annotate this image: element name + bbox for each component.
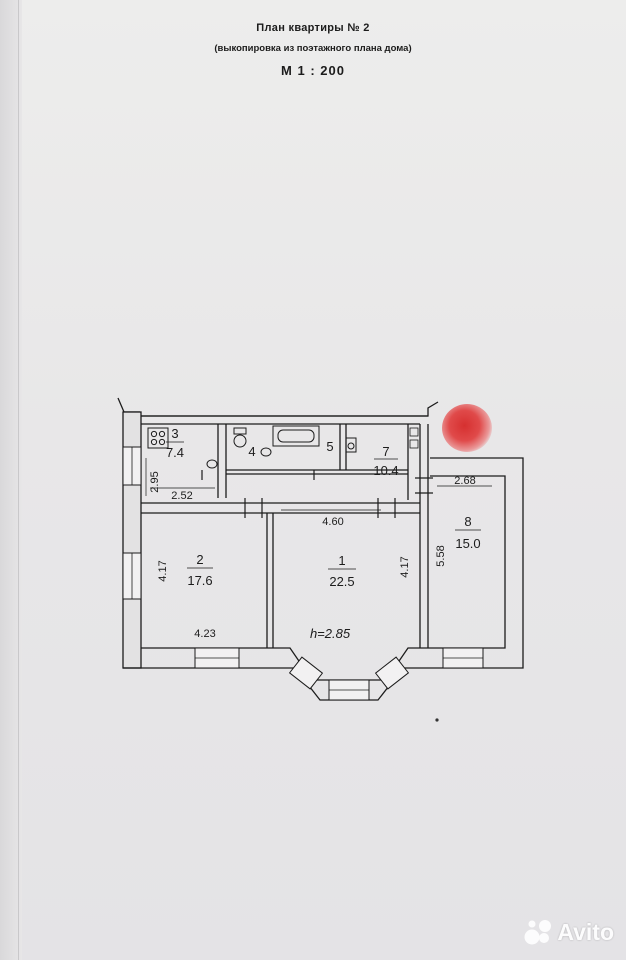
room-1-area: 22.5 bbox=[329, 574, 354, 589]
dim-room2-width: 4.23 bbox=[194, 628, 215, 640]
dim-room2-height: 4.17 bbox=[157, 560, 169, 581]
plan-scale: М 1 : 200 bbox=[281, 63, 345, 78]
page-edge-line bbox=[18, 0, 19, 960]
room-8-area: 15.0 bbox=[455, 536, 480, 551]
dim-room3-width: 2.52 bbox=[171, 490, 192, 502]
page-edge bbox=[0, 0, 22, 960]
vent-shaft bbox=[409, 427, 419, 449]
room-2-area: 17.6 bbox=[187, 573, 212, 588]
plan-subtitle: (выкопировка из поэтажного плана дома) bbox=[214, 43, 412, 54]
window-lines bbox=[131, 447, 483, 691]
avito-logo bbox=[524, 920, 552, 945]
windows bbox=[122, 446, 484, 701]
watermark-text: Avito bbox=[557, 918, 614, 945]
room-2-number: 2 bbox=[196, 552, 203, 567]
room-5-number: 5 bbox=[326, 439, 333, 454]
ink-dot bbox=[435, 718, 439, 722]
dim-room1-height: 4.17 bbox=[399, 556, 411, 577]
room-7-number: 7 bbox=[382, 444, 389, 459]
sink-icon bbox=[206, 447, 272, 469]
dim-room8-height: 5.58 bbox=[435, 545, 447, 566]
room-3-area: 7.4 bbox=[166, 445, 184, 460]
room-7-area: 10.4 bbox=[373, 463, 398, 478]
avito-watermark: Avito bbox=[523, 918, 614, 946]
room-1-number: 1 bbox=[338, 553, 345, 568]
dim-room8-width: 2.68 bbox=[454, 475, 475, 487]
dim-room1-width: 4.60 bbox=[322, 516, 343, 528]
doors bbox=[201, 470, 433, 518]
room-labels: 3 7.4 4 5 7 10.4 2 17.6 1 22.5 8 15.0 bbox=[166, 426, 481, 589]
boiler-icon bbox=[345, 437, 357, 453]
bathtub-icon bbox=[272, 425, 320, 447]
toilet-icon bbox=[233, 427, 247, 448]
room-4-number: 4 bbox=[248, 444, 255, 459]
red-mark bbox=[442, 404, 492, 452]
room-8-number: 8 bbox=[464, 514, 471, 529]
dim-room3-height: 2.95 bbox=[149, 471, 161, 492]
stove-icon bbox=[147, 427, 169, 449]
ceiling-height: h=2.85 bbox=[310, 626, 351, 641]
dimension-lines bbox=[145, 458, 492, 511]
plan-title: План квартиры № 2 bbox=[256, 22, 370, 34]
dimension-labels: 2.95 2.52 4.60 4.17 4.17 4.23 5.58 2.68 … bbox=[149, 471, 476, 641]
room-3-number: 3 bbox=[171, 426, 178, 441]
